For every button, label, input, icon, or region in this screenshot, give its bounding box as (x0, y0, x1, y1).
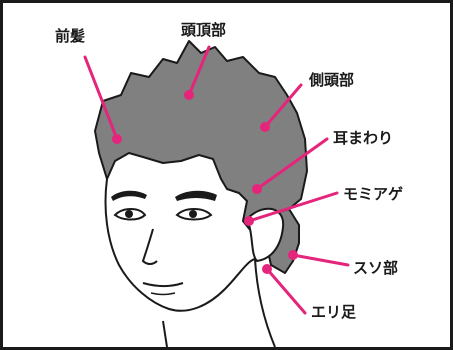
hairstyle-diagram: 前髪 頭頂部 側頭部 耳まわり モミアゲ スソ部 エリ足 (55, 21, 403, 347)
mimimawari-leader (255, 137, 329, 191)
mimimawari-dot (252, 184, 262, 194)
neck-outline (162, 258, 276, 347)
face-outline (104, 178, 256, 312)
touchoubu-dot (184, 90, 194, 100)
diagram-panel: 前髪 頭頂部 側頭部 耳まわり モミアゲ スソ部 エリ足 (3, 3, 450, 347)
sokutoubu-label: 側頭部 (308, 71, 354, 89)
left-eyebrow (111, 190, 147, 201)
sokutoubu-dot (260, 122, 270, 132)
maegami-label: 前髪 (55, 27, 85, 45)
susobu-label: スソ部 (353, 259, 398, 277)
eriashi-leader (265, 267, 307, 315)
ear-shape (248, 207, 285, 263)
maegami-leader (83, 55, 119, 141)
right-pupil (189, 210, 197, 218)
right-eyebrow (175, 190, 217, 201)
eriashi-dot (262, 264, 272, 274)
left-pupil (125, 210, 133, 218)
lower-lip (150, 292, 176, 296)
touchoubu-label: 頭頂部 (181, 21, 226, 39)
touchoubu-leader (187, 45, 211, 97)
eriashi-label: エリ足 (311, 303, 357, 321)
momiage-leader (247, 191, 339, 223)
mouth (142, 282, 184, 287)
sokutoubu-leader (263, 83, 303, 129)
susobu-leader (291, 253, 350, 267)
momiage-dot (244, 216, 254, 226)
maegami-dot (112, 134, 122, 144)
momiage-label: モミアゲ (343, 185, 403, 203)
mimimawari-label: 耳まわり (333, 129, 393, 147)
nose (141, 228, 158, 265)
susobu-dot (288, 250, 298, 260)
